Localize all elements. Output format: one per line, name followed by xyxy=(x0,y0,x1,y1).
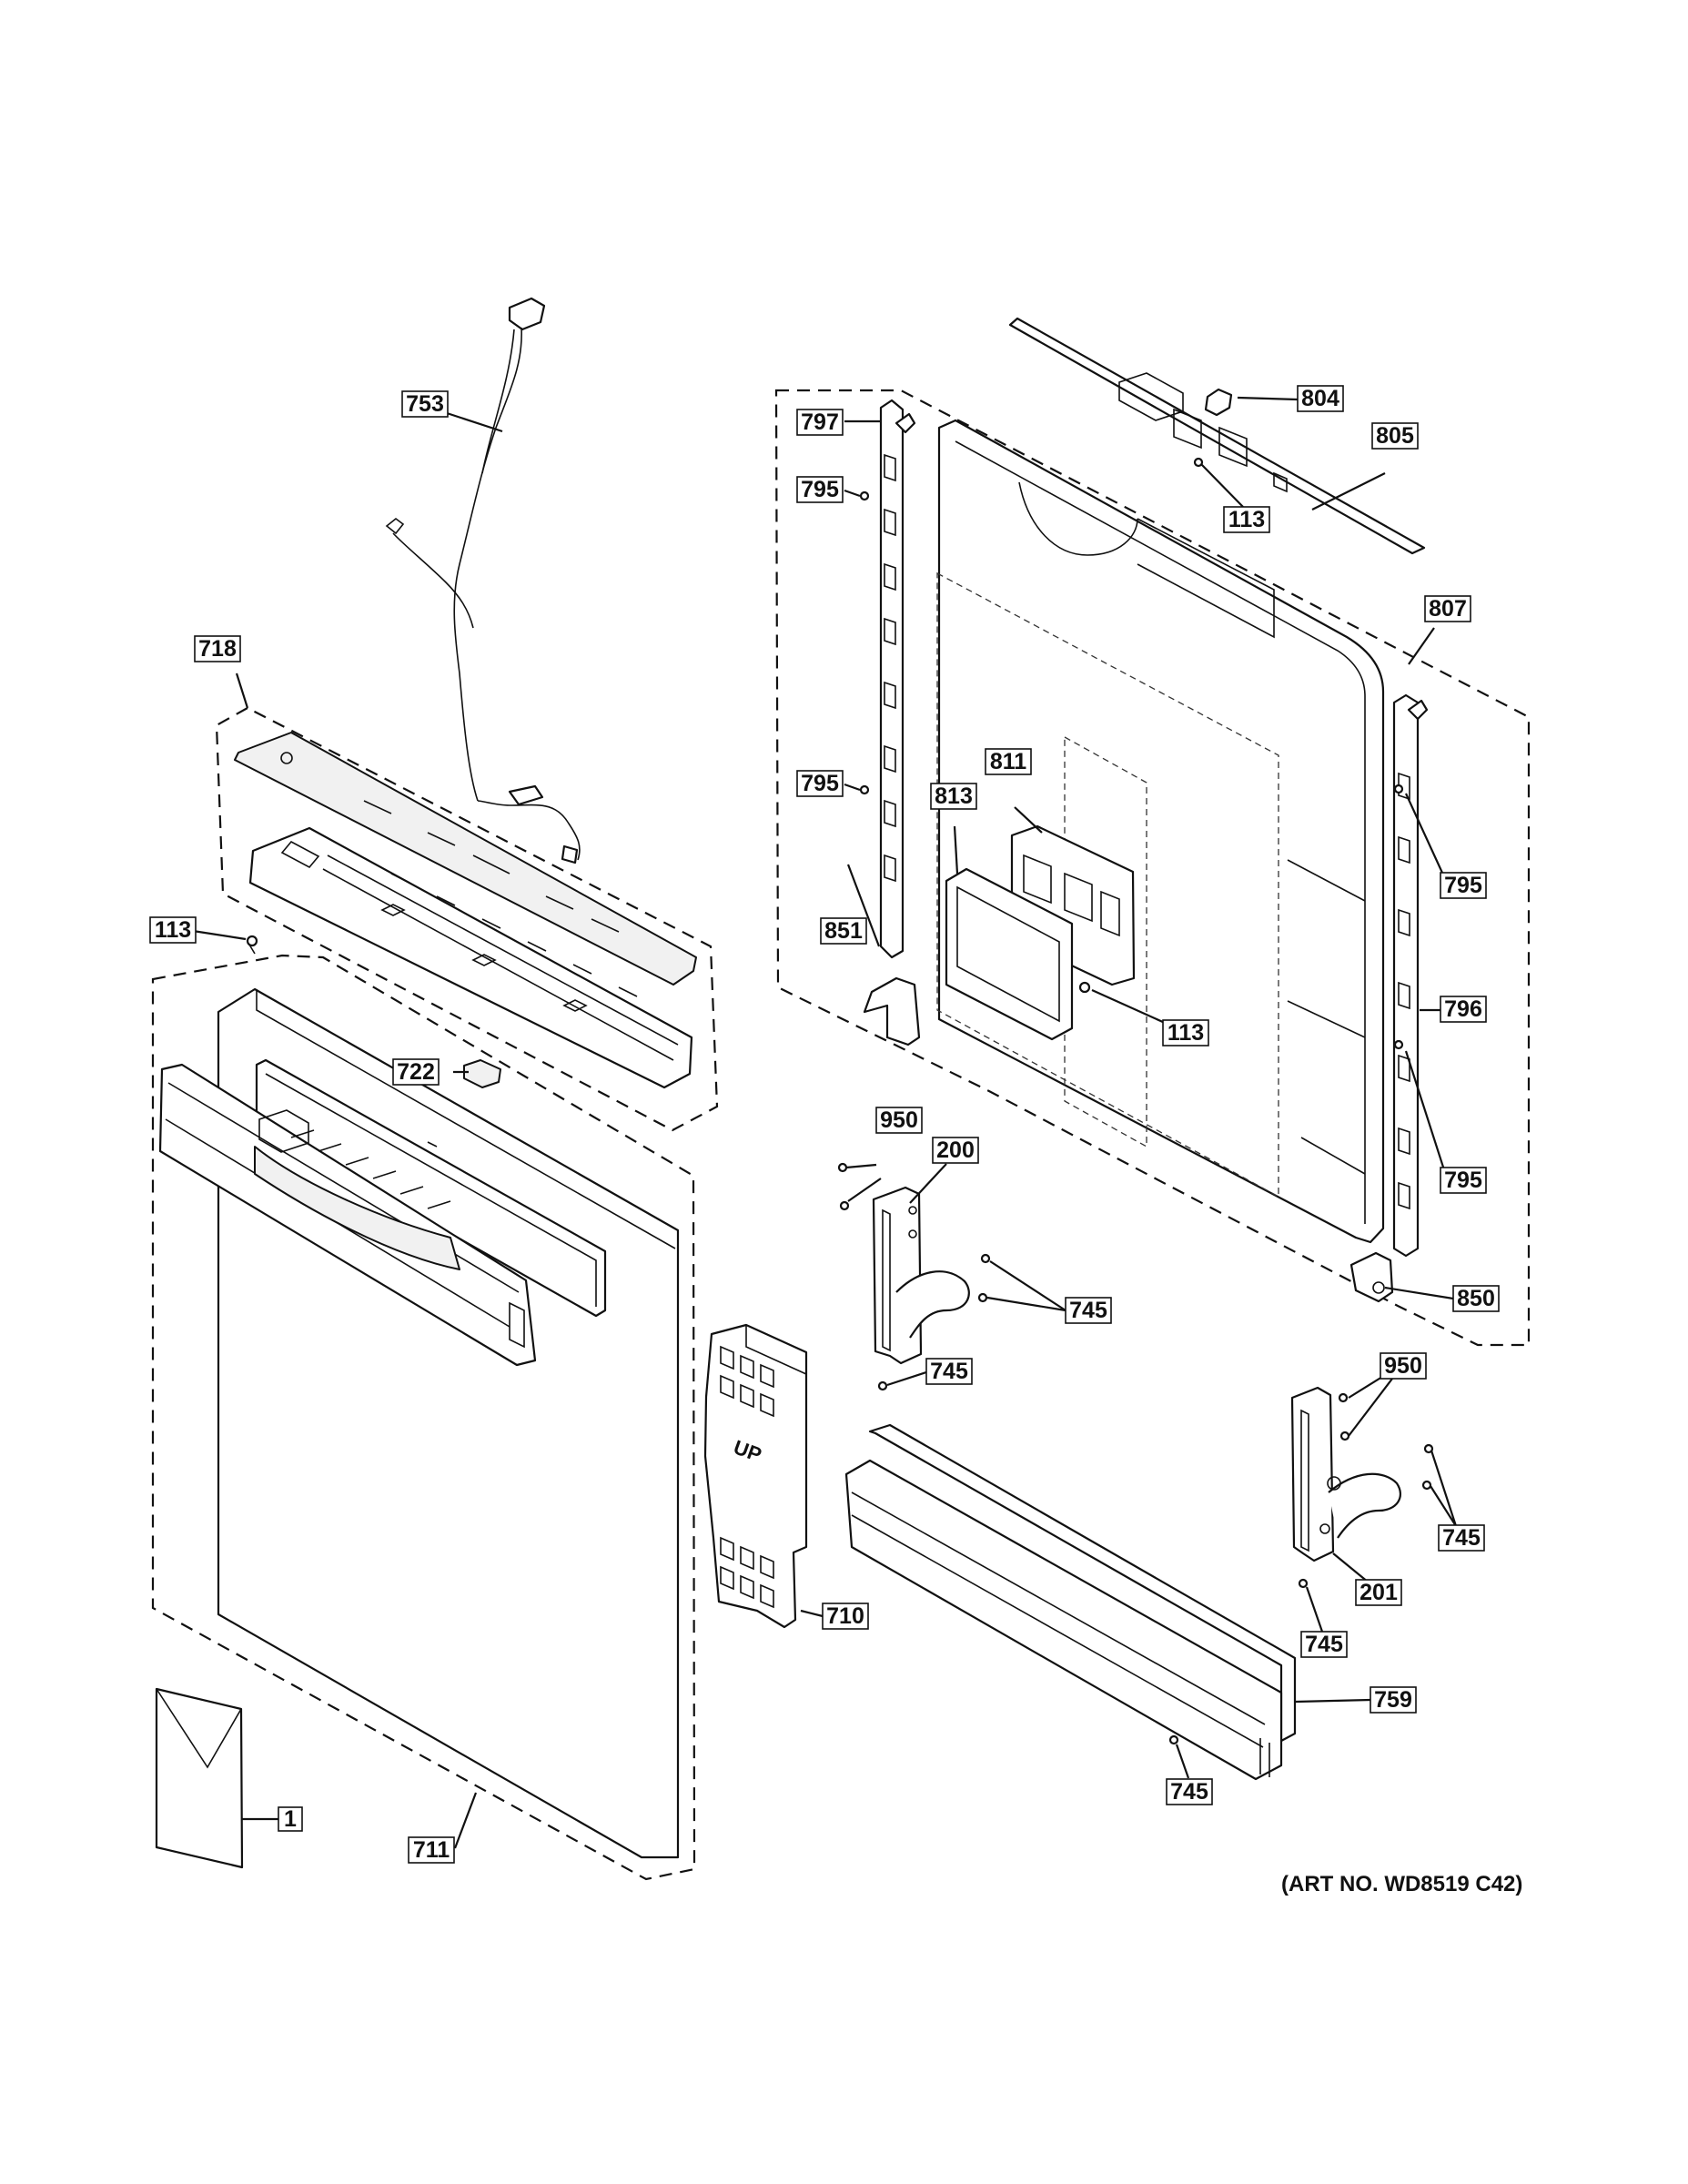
art-number: (ART NO. WD8519 C42) xyxy=(1281,1872,1522,1896)
screws-950-745-right[interactable] xyxy=(1298,1392,1434,1589)
rail-796[interactable] xyxy=(1392,693,1429,1258)
callout-718: 718 xyxy=(194,635,241,662)
svg-text:805: 805 xyxy=(1376,423,1414,449)
svg-text:745: 745 xyxy=(1170,1779,1208,1805)
callout-113-center: 113 xyxy=(1162,1019,1209,1046)
svg-text:113: 113 xyxy=(1228,507,1265,532)
callout-745-d: 745 xyxy=(1300,1631,1348,1658)
svg-text:722: 722 xyxy=(397,1059,435,1085)
control-board-assembly[interactable] xyxy=(248,826,693,1089)
callout-797: 797 xyxy=(796,409,844,436)
wire-harness-753[interactable] xyxy=(385,297,581,864)
svg-text:759: 759 xyxy=(1374,1687,1412,1713)
inner-door-liner[interactable] xyxy=(936,419,1385,1244)
svg-text:950: 950 xyxy=(880,1107,918,1133)
screw-745-bottom[interactable] xyxy=(1168,1734,1179,1745)
callout-807: 807 xyxy=(1424,595,1471,622)
screw-113-left[interactable] xyxy=(246,935,258,955)
svg-text:795: 795 xyxy=(1444,873,1482,898)
callout-711: 711 xyxy=(408,1836,455,1864)
callout-811: 811 xyxy=(985,748,1032,775)
door-handle[interactable] xyxy=(158,1063,537,1367)
callout-795-b: 795 xyxy=(796,770,844,797)
bracket-851[interactable] xyxy=(863,976,921,1046)
callout-795-a: 795 xyxy=(796,476,844,503)
svg-text:807: 807 xyxy=(1429,596,1467,622)
callout-813: 813 xyxy=(930,783,977,810)
toe-kick-759[interactable] xyxy=(844,1423,1297,1781)
callout-795-d: 795 xyxy=(1440,1167,1487,1194)
svg-text:851: 851 xyxy=(824,918,863,944)
callout-745-a: 745 xyxy=(1065,1297,1112,1324)
callout-745-c: 745 xyxy=(1438,1524,1485,1552)
svg-text:745: 745 xyxy=(1442,1525,1481,1551)
callout-850: 850 xyxy=(1452,1285,1500,1312)
callout-804: 804 xyxy=(1297,385,1344,412)
svg-text:813: 813 xyxy=(935,784,973,809)
outer-door-panel[interactable] xyxy=(217,987,680,1859)
svg-text:200: 200 xyxy=(936,1138,975,1163)
callout-950-a: 950 xyxy=(875,1107,923,1134)
callout-745-e: 745 xyxy=(1166,1778,1213,1805)
callout-201: 201 xyxy=(1355,1579,1402,1606)
callout-759: 759 xyxy=(1370,1686,1417,1714)
vent-assembly-805[interactable] xyxy=(1008,317,1426,555)
rail-797[interactable] xyxy=(879,399,916,959)
gasket-813[interactable] xyxy=(945,867,1074,1041)
svg-text:745: 745 xyxy=(1305,1632,1343,1657)
screw-113-center[interactable] xyxy=(1078,981,1091,994)
callout-722: 722 xyxy=(392,1058,440,1086)
callout-710: 710 xyxy=(822,1603,869,1630)
svg-text:113: 113 xyxy=(155,917,191,943)
svg-text:711: 711 xyxy=(413,1837,450,1863)
callout-113-left: 113 xyxy=(149,916,197,944)
svg-text:718: 718 xyxy=(198,636,237,662)
svg-text:113: 113 xyxy=(1167,1020,1204,1046)
callout-200: 200 xyxy=(932,1137,979,1164)
screws-795[interactable] xyxy=(859,490,1404,1050)
callout-851: 851 xyxy=(820,917,867,945)
svg-text:850: 850 xyxy=(1457,1286,1495,1311)
callout-753: 753 xyxy=(401,390,449,418)
callout-113-top: 113 xyxy=(1223,506,1270,533)
svg-text:710: 710 xyxy=(826,1603,864,1629)
spacer-block-710[interactable]: UP xyxy=(703,1323,808,1629)
svg-text:745: 745 xyxy=(930,1359,968,1384)
callout-1: 1 xyxy=(278,1806,303,1832)
svg-text:795: 795 xyxy=(801,771,839,796)
callout-795-c: 795 xyxy=(1440,872,1487,899)
svg-text:797: 797 xyxy=(801,410,839,435)
clip-722[interactable] xyxy=(463,1059,501,1088)
svg-text:795: 795 xyxy=(1444,1168,1482,1193)
svg-text:796: 796 xyxy=(1444,996,1482,1022)
svg-text:201: 201 xyxy=(1359,1580,1398,1605)
svg-text:804: 804 xyxy=(1301,386,1339,411)
svg-text:811: 811 xyxy=(990,749,1026,774)
svg-text:950: 950 xyxy=(1384,1353,1422,1379)
svg-text:753: 753 xyxy=(406,391,444,417)
vent-part-804[interactable] xyxy=(1204,388,1233,417)
bracket-850[interactable] xyxy=(1349,1251,1394,1303)
callout-745-b: 745 xyxy=(925,1358,973,1385)
hinge-201[interactable] xyxy=(1290,1386,1401,1562)
hinge-200[interactable] xyxy=(872,1186,970,1365)
svg-text:745: 745 xyxy=(1069,1298,1107,1323)
screw-113-top[interactable] xyxy=(1193,457,1204,468)
callout-796: 796 xyxy=(1440,996,1487,1023)
control-panel-cover[interactable] xyxy=(234,732,697,986)
svg-text:1: 1 xyxy=(284,1806,297,1832)
callout-950-b: 950 xyxy=(1380,1352,1427,1380)
callout-805: 805 xyxy=(1371,422,1419,450)
literature-envelope-1[interactable] xyxy=(155,1687,244,1869)
svg-text:795: 795 xyxy=(801,477,839,502)
